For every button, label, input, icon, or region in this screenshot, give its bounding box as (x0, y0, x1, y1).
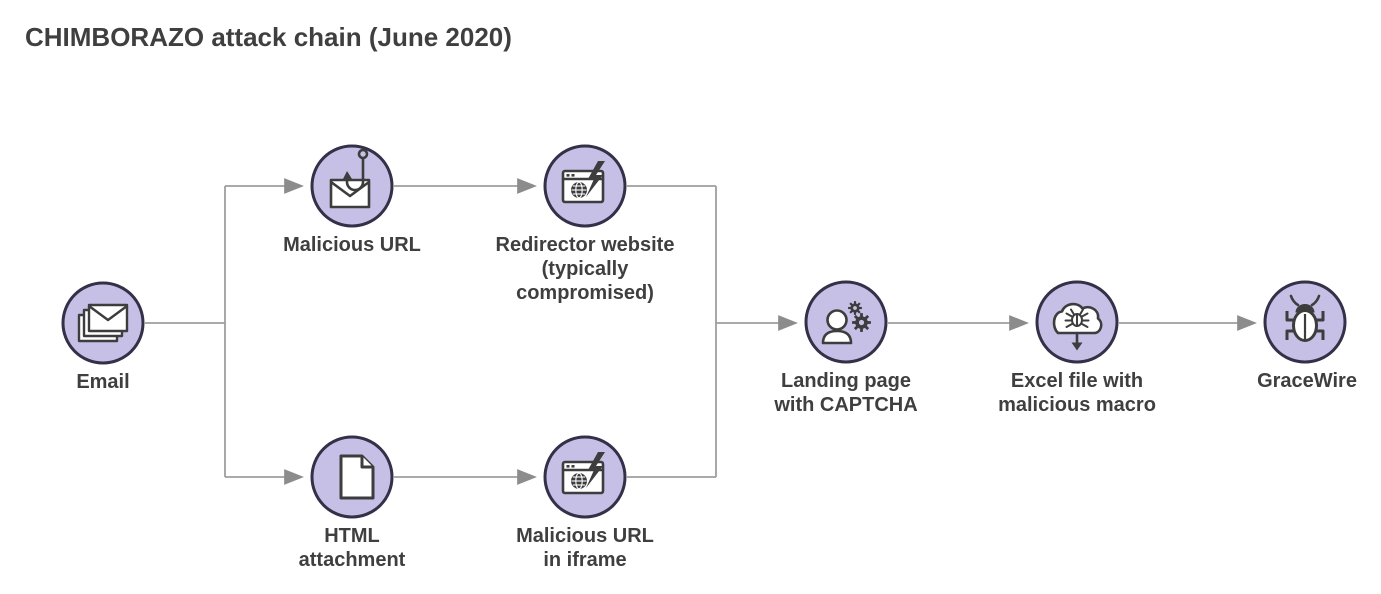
browser-lightning-icon (543, 144, 627, 228)
download-arrow-glyph (1071, 333, 1083, 351)
node-label-email: Email (76, 371, 130, 393)
bug-glyph-small (1064, 308, 1090, 328)
lightning-glyph (586, 452, 605, 488)
browser-lightning-icon (543, 435, 627, 519)
flow-node-gracewire (1257, 274, 1353, 370)
node-label-html-attachment: HTML attachment (298, 525, 406, 571)
flow-node-landing-page (798, 274, 894, 370)
person-glyph (821, 309, 853, 345)
globe-glyph (571, 472, 587, 490)
flow-node-email (55, 275, 151, 371)
flow-node-excel-file (1029, 274, 1125, 370)
node-label-redirector-website: Redirector website (typically compromise… (495, 234, 675, 304)
person-gears-icon (804, 280, 888, 364)
node-label-malicious-url-iframe: Malicious URL in iframe (516, 525, 654, 571)
document-icon (310, 435, 394, 519)
bug-icon (1263, 280, 1347, 364)
cloud-bug-download-icon (1035, 280, 1119, 364)
gear-glyph-small (848, 301, 862, 315)
flow-node-html-attachment (304, 429, 400, 525)
gear-glyph-large (852, 313, 871, 332)
flow-node-malicious-url-iframe (537, 429, 633, 525)
node-label-landing-page: Landing page with CAPTCHA (774, 370, 918, 416)
stacked-envelopes-icon (61, 281, 145, 365)
flow-node-malicious-url (304, 138, 400, 234)
diagram-title: CHIMBORAZO attack chain (June 2020) (25, 22, 512, 52)
flow-node-redirector-website (537, 138, 633, 234)
node-label-excel-file: Excel file with malicious macro (998, 370, 1156, 416)
envelope-phishing-hook-icon (310, 144, 394, 228)
node-label-gracewire: GraceWire (1257, 370, 1357, 392)
lightning-glyph (586, 161, 605, 197)
globe-glyph (571, 181, 587, 199)
node-label-malicious-url: Malicious URL (283, 234, 421, 256)
